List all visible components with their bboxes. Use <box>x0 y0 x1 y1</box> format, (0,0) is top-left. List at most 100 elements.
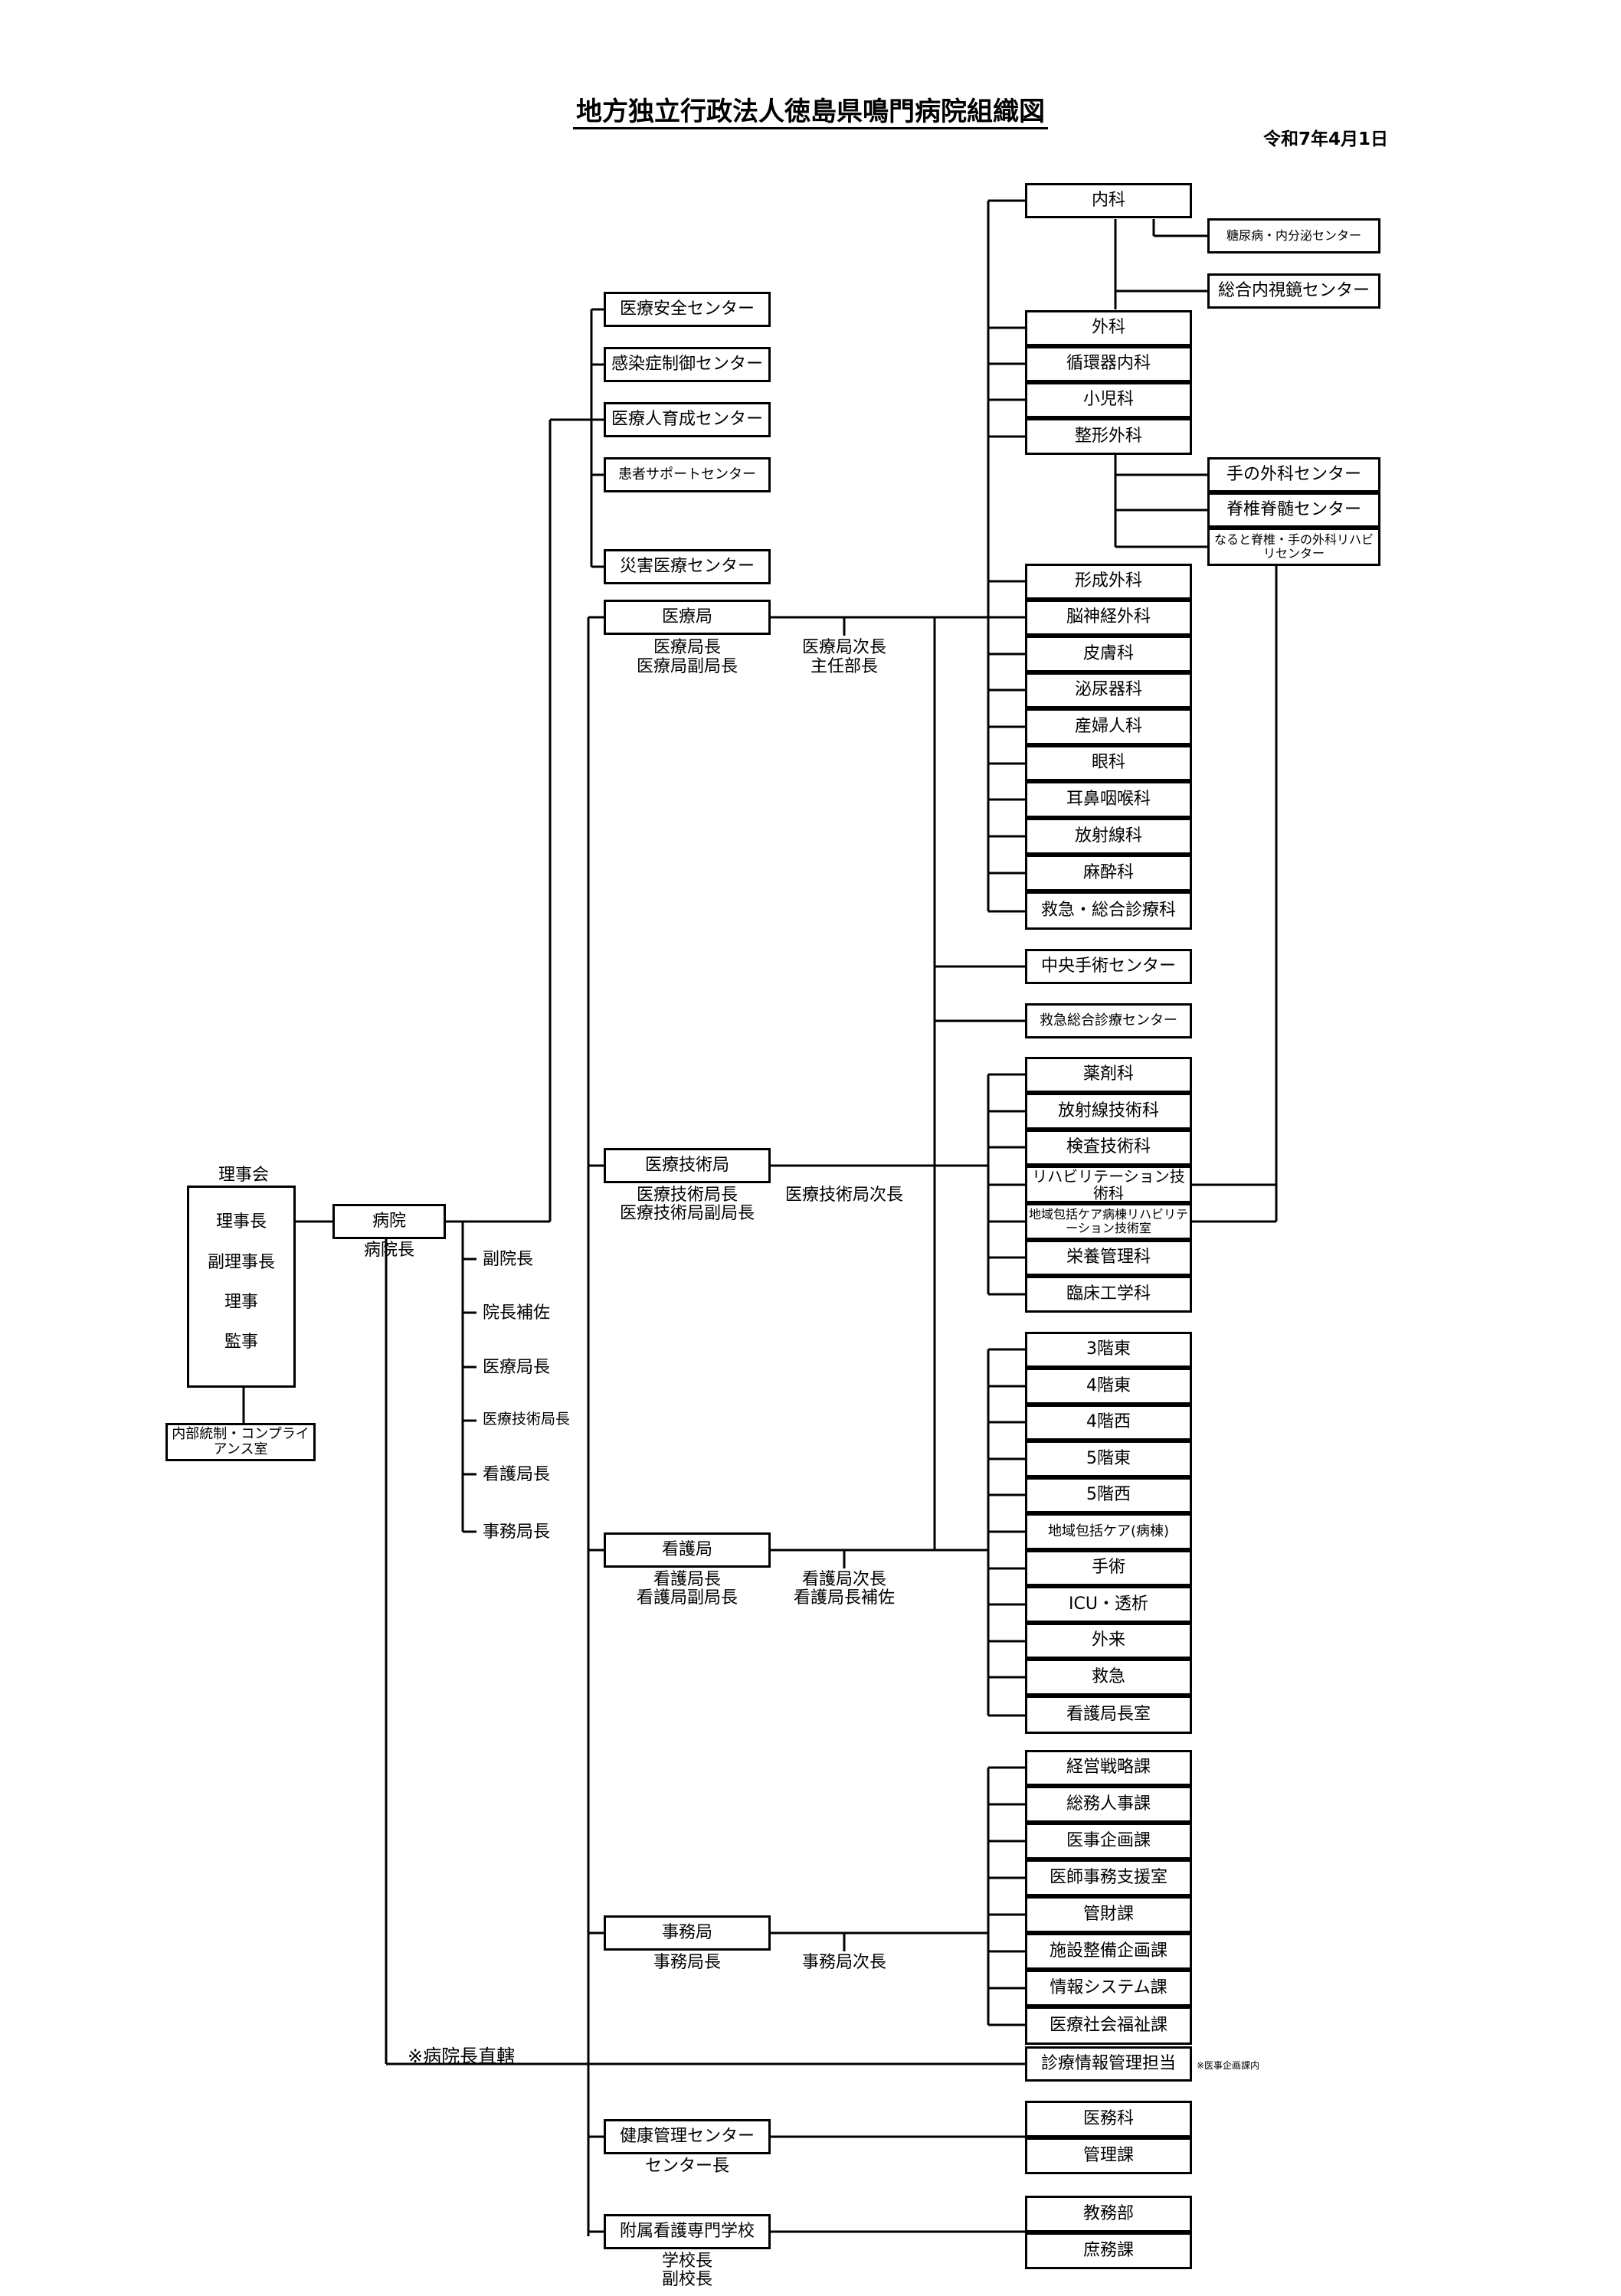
nursing-bureau-subhead-1: 看護局次長 <box>801 1570 886 1589</box>
dept-naika: 内科 <box>1025 183 1192 218</box>
board-member-auditor: 監事 <box>224 1333 258 1352</box>
admin-strategy: 経営戦略課 <box>1025 1750 1192 1786</box>
dept-ent: 耳鼻咽喉科 <box>1025 781 1192 818</box>
ward-5-east: 5階東 <box>1025 1441 1192 1477</box>
admin-bureau-subhead-1: 事務局次長 <box>801 1953 886 1972</box>
issue-date: 令和7年4月1日 <box>1262 129 1388 149</box>
center-infection-control: 感染症制御センター <box>604 347 771 382</box>
dept-obstetrics: 産婦人科 <box>1025 708 1192 745</box>
ward-4-east: 4階東 <box>1025 1368 1192 1405</box>
health-medical-section: 医務科 <box>1025 2101 1192 2137</box>
medical-records-unit: 診療情報管理担当 <box>1025 2046 1192 2082</box>
admin-information-systems: 情報システム課 <box>1025 1970 1192 2007</box>
board-member-chairman: 理事長 <box>215 1212 267 1231</box>
center-training: 医療人育成センター <box>604 402 771 437</box>
center-diabetes: 糖尿病・内分泌センター <box>1207 218 1380 253</box>
staff-nursing-bureau-chief: 看護局長 <box>483 1465 551 1484</box>
staff-vice-director: 副院長 <box>483 1250 534 1269</box>
dept-plastic-surgery: 形成外科 <box>1025 564 1192 600</box>
unit-emergency: 救急 <box>1025 1659 1192 1696</box>
ward-community-care: 地域包括ケア(病棟) <box>1025 1513 1192 1550</box>
center-emergency-general: 救急総合診療センター <box>1025 1003 1192 1038</box>
page-title: 地方独立行政法人徳島県鳴門病院組織図 <box>0 90 1621 129</box>
ward-5-west: 5階西 <box>1025 1477 1192 1513</box>
direct-note: ※医事企画課内 <box>1197 2060 1260 2071</box>
ward-4-west: 4階西 <box>1025 1405 1192 1441</box>
medical-bureau-subhead-1: 医療局次長 <box>801 638 886 657</box>
medical-bureau-head-2: 医療局副局長 <box>636 657 738 676</box>
hospital-head: 病院長 <box>363 1241 414 1260</box>
internal-control-box: 内部統制・コンプライアンス室 <box>165 1423 316 1461</box>
staff-director-assistant: 院長補佐 <box>483 1303 551 1323</box>
dept-ophthalmology: 眼科 <box>1025 745 1192 781</box>
board-member-director: 理事 <box>224 1293 258 1312</box>
nursing-school-box: 附属看護専門学校 <box>604 2214 771 2249</box>
unit-icu-dialysis: ICU・透析 <box>1025 1586 1192 1623</box>
nursing-chief-office: 看護局長室 <box>1025 1696 1192 1734</box>
tech-rehabilitation: リハビリテーション技術科 <box>1025 1166 1192 1203</box>
dept-pediatrics: 小児科 <box>1025 382 1192 418</box>
center-disaster-medical: 災害医療センター <box>604 549 771 584</box>
admin-bureau-head-1: 事務局長 <box>653 1953 721 1972</box>
dept-neurosurgery: 脳神経外科 <box>1025 600 1192 636</box>
medical-bureau-head-1: 医療局長 <box>653 638 721 657</box>
center-endoscopy: 総合内視鏡センター <box>1207 273 1380 309</box>
dept-dermatology: 皮膚科 <box>1025 636 1192 672</box>
unit-outpatient: 外来 <box>1025 1623 1192 1659</box>
nursing-school-head-1: 学校長 <box>661 2252 712 2271</box>
health-center-box: 健康管理センター <box>604 2119 771 2154</box>
health-management-section: 管理課 <box>1025 2137 1192 2174</box>
admin-general-affairs: 総務人事課 <box>1025 1786 1192 1823</box>
admin-medical-social-welfare: 医療社会福祉課 <box>1025 2007 1192 2045</box>
direct-label: ※病院長直轄 <box>408 2046 516 2067</box>
medical-bureau-box: 医療局 <box>604 600 771 635</box>
center-medical-safety: 医療安全センター <box>604 292 771 327</box>
dept-orthopedics: 整形外科 <box>1025 418 1192 455</box>
hospital-box: 病院 <box>332 1204 446 1239</box>
staff-tech-bureau-chief: 医療技術局長 <box>483 1411 571 1428</box>
dept-anesthesiology: 麻酔科 <box>1025 855 1192 891</box>
tech-bureau-subhead-1: 医療技術局次長 <box>784 1186 903 1205</box>
unit-surgery: 手術 <box>1025 1550 1192 1586</box>
nursing-bureau-head-2: 看護局副局長 <box>636 1588 738 1608</box>
board-member-vice-chairman: 副理事長 <box>207 1253 275 1272</box>
tech-bureau-head-2: 医療技術局副局長 <box>619 1204 755 1223</box>
center-patient-support: 患者サポートセンター <box>604 457 771 492</box>
ward-3-east: 3階東 <box>1025 1332 1192 1368</box>
staff-admin-bureau-chief: 事務局長 <box>483 1522 551 1542</box>
nursing-bureau-subhead-2: 看護局長補佐 <box>793 1588 895 1608</box>
board-label: 理事会 <box>218 1166 269 1185</box>
center-hand-surgery: 手の外科センター <box>1207 457 1380 492</box>
admin-facility-planning: 施設整備企画課 <box>1025 1933 1192 1970</box>
dept-geka: 外科 <box>1025 310 1192 346</box>
health-center-head: センター長 <box>644 2157 729 2176</box>
tech-pharmacy: 薬剤科 <box>1025 1057 1192 1093</box>
tech-lab-tech: 検査技術科 <box>1025 1130 1192 1166</box>
center-spine: 脊椎脊髄センター <box>1207 492 1380 528</box>
tech-bureau-box: 医療技術局 <box>604 1148 771 1183</box>
tech-clinical-engineering: 臨床工学科 <box>1025 1276 1192 1313</box>
admin-property: 管財課 <box>1025 1896 1192 1933</box>
nursing-bureau-head-1: 看護局長 <box>653 1570 721 1589</box>
school-general-affairs: 庶務課 <box>1025 2232 1192 2269</box>
admin-bureau-box: 事務局 <box>604 1915 771 1951</box>
tech-radiology-tech: 放射線技術科 <box>1025 1093 1192 1130</box>
tech-nutrition: 栄養管理科 <box>1025 1240 1192 1276</box>
center-naruto-rehab: なると脊椎・手の外科リハビリセンター <box>1207 528 1380 566</box>
dept-emergency-general: 救急・総合診療科 <box>1025 891 1192 930</box>
dept-cardiology: 循環器内科 <box>1025 346 1192 382</box>
center-central-surgery: 中央手術センター <box>1025 949 1192 984</box>
admin-medical-planning: 医事企画課 <box>1025 1823 1192 1859</box>
nursing-school-head-2: 副校長 <box>661 2270 712 2289</box>
dept-radiology: 放射線科 <box>1025 818 1192 855</box>
medical-bureau-subhead-2: 主任部長 <box>810 657 878 676</box>
admin-doctor-support: 医師事務支援室 <box>1025 1859 1192 1896</box>
tech-bureau-head-1: 医療技術局長 <box>636 1186 738 1205</box>
tech-community-rehab-room: 地域包括ケア病棟リハビリテーション技術室 <box>1025 1203 1192 1240</box>
board-box <box>187 1186 296 1388</box>
staff-medical-bureau-chief: 医療局長 <box>483 1358 551 1377</box>
dept-urology: 泌尿器科 <box>1025 672 1192 708</box>
nursing-bureau-box: 看護局 <box>604 1532 771 1568</box>
school-academic-affairs: 教務部 <box>1025 2196 1192 2232</box>
